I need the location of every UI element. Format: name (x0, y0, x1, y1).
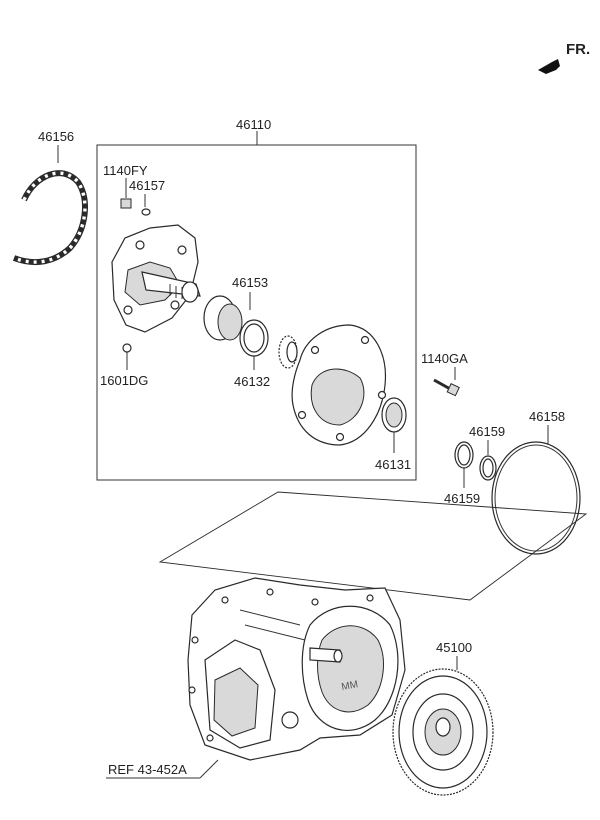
part-46156-gasket: 46156 (12, 129, 88, 266)
label-1140FY: 1140FY (103, 163, 148, 178)
part-1140GA-bolt: 1140GA (421, 351, 468, 397)
label-46131: 46131 (375, 457, 411, 472)
part-1140FY-bolt: 1140FY (103, 163, 148, 209)
pump-housing (291, 324, 387, 446)
label-45100: 45100 (436, 640, 472, 655)
label-46153: 46153 (232, 275, 268, 290)
label-46156: 46156 (38, 129, 74, 144)
part-46159-seal-upper: 46159 (469, 424, 505, 481)
label-46158: 46158 (529, 409, 565, 424)
part-45100-torque-converter: 45100 (392, 640, 494, 796)
transaxle-case: MM (187, 577, 406, 761)
pump-gear (278, 335, 298, 369)
label-1140GA: 1140GA (421, 351, 468, 366)
label-46157: 46157 (129, 178, 165, 193)
label-1601DG: 1601DG (100, 373, 148, 388)
part-46131-seal: 46131 (375, 397, 411, 472)
label-46159-upper: 46159 (469, 424, 505, 439)
label-46132: 46132 (234, 374, 270, 389)
case-mark: MM (341, 679, 359, 693)
direction-indicator: FR. (538, 41, 590, 74)
part-46153-bearing: 46153 (203, 275, 268, 341)
reference-callout: REF 43-452A (106, 759, 219, 779)
part-46159-seal-lower: 46159 (444, 441, 480, 506)
part-46158-oring: 46158 (491, 409, 581, 555)
label-46159-lower: 46159 (444, 491, 480, 506)
pump-body (111, 224, 201, 333)
arrow-icon (538, 59, 560, 74)
part-46157: 46157 (129, 178, 165, 216)
mounting-plane (158, 491, 588, 601)
part-46132-ring: 46132 (234, 319, 270, 389)
label-46110: 46110 (236, 117, 271, 132)
pump-assembly-box: 46110 (96, 117, 417, 481)
part-1601DG: 1601DG (100, 343, 148, 388)
direction-label: FR. (566, 41, 590, 58)
reference-label: REF 43-452A (108, 762, 187, 777)
